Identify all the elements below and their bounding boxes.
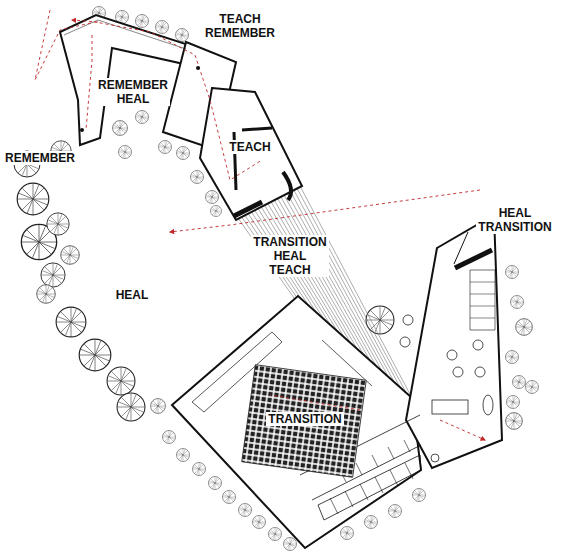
leader-line (454, 232, 468, 264)
zone-label: HEAL TRANSITION (476, 206, 553, 234)
marker-dot (80, 66, 200, 132)
zone-label: REMEMBER HEAL (96, 78, 170, 106)
tree-arc (14, 141, 165, 421)
tree-row (92, 6, 538, 550)
zone-label: HEAL (116, 288, 149, 302)
furniture (400, 315, 493, 462)
building-details (64, 20, 495, 520)
seating-grid (242, 365, 367, 478)
buildings (60, 15, 502, 548)
zone-label: TEACH (227, 140, 272, 154)
zone-label: TRANSITION (266, 412, 343, 426)
zone-label: TEACH REMEMBER (205, 12, 275, 40)
circulation-route (35, 10, 485, 440)
zone-label: TRANSITION HEAL TEACH (251, 235, 328, 277)
zone-label: REMEMBER (3, 151, 77, 165)
